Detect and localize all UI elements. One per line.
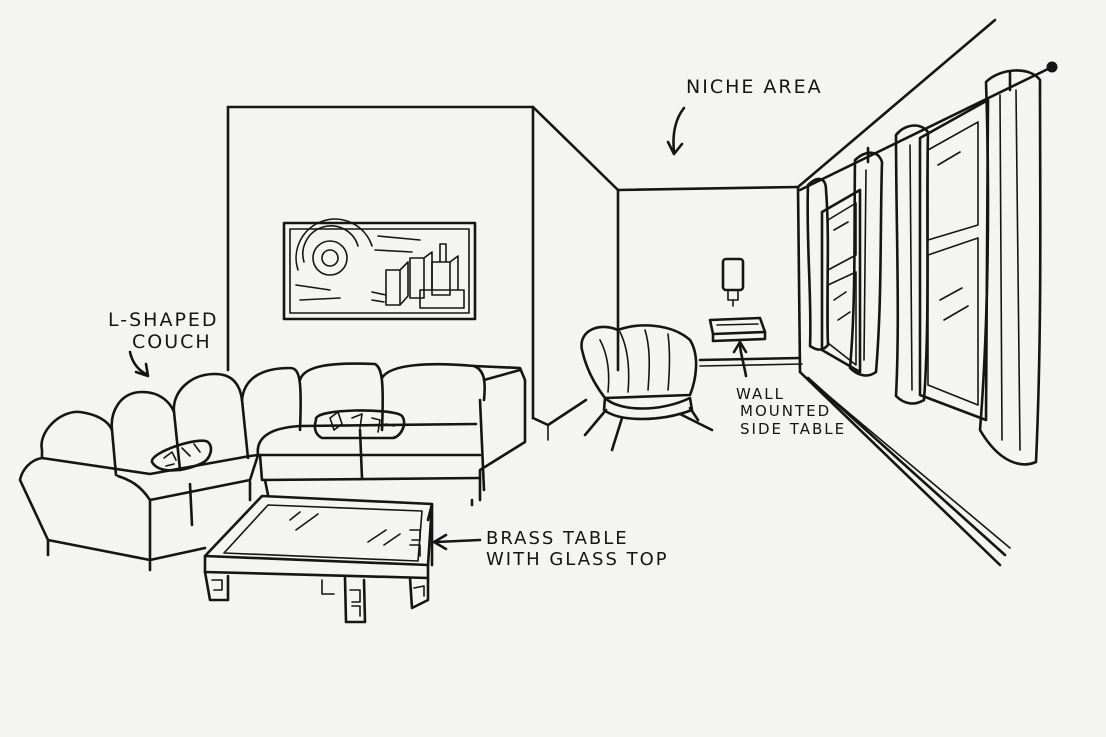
annotation-arrows — [128, 106, 748, 551]
brass-table-label: BRASS TABLE WITH GLASS TOP — [486, 528, 669, 570]
brass-table-label-line-1: BRASS TABLE — [486, 528, 629, 549]
side-table-label: WALL MOUNTED SIDE TABLE — [736, 385, 847, 438]
wall-mounted-side-table — [708, 316, 767, 343]
wall-artwork — [282, 218, 477, 321]
side-table-label-line-2: MOUNTED — [740, 402, 832, 421]
side-table-label-line-3: SIDE TABLE — [740, 419, 847, 438]
accent-chair — [580, 324, 714, 452]
niche-wall — [616, 185, 803, 372]
window-right — [918, 98, 990, 422]
curtains — [806, 69, 1042, 466]
wall-sconce — [721, 257, 745, 307]
couch-pillows — [150, 409, 406, 472]
couch-label-line-2: COUCH — [132, 330, 212, 353]
brass-table — [203, 494, 434, 624]
right-wall — [796, 18, 1011, 567]
side-table-label-line-1: WALL — [736, 385, 785, 403]
niche-area-label: NICHE AREA — [686, 76, 823, 99]
couch-label: L-SHAPED COUCH — [108, 309, 219, 354]
niche-area-label-line: NICHE AREA — [686, 76, 823, 98]
partition-wall — [226, 105, 620, 441]
l-shaped-couch — [18, 362, 527, 572]
couch-label-line-1: L-SHAPED — [108, 309, 219, 331]
brass-table-label-line-2: WITH GLASS TOP — [486, 548, 669, 570]
